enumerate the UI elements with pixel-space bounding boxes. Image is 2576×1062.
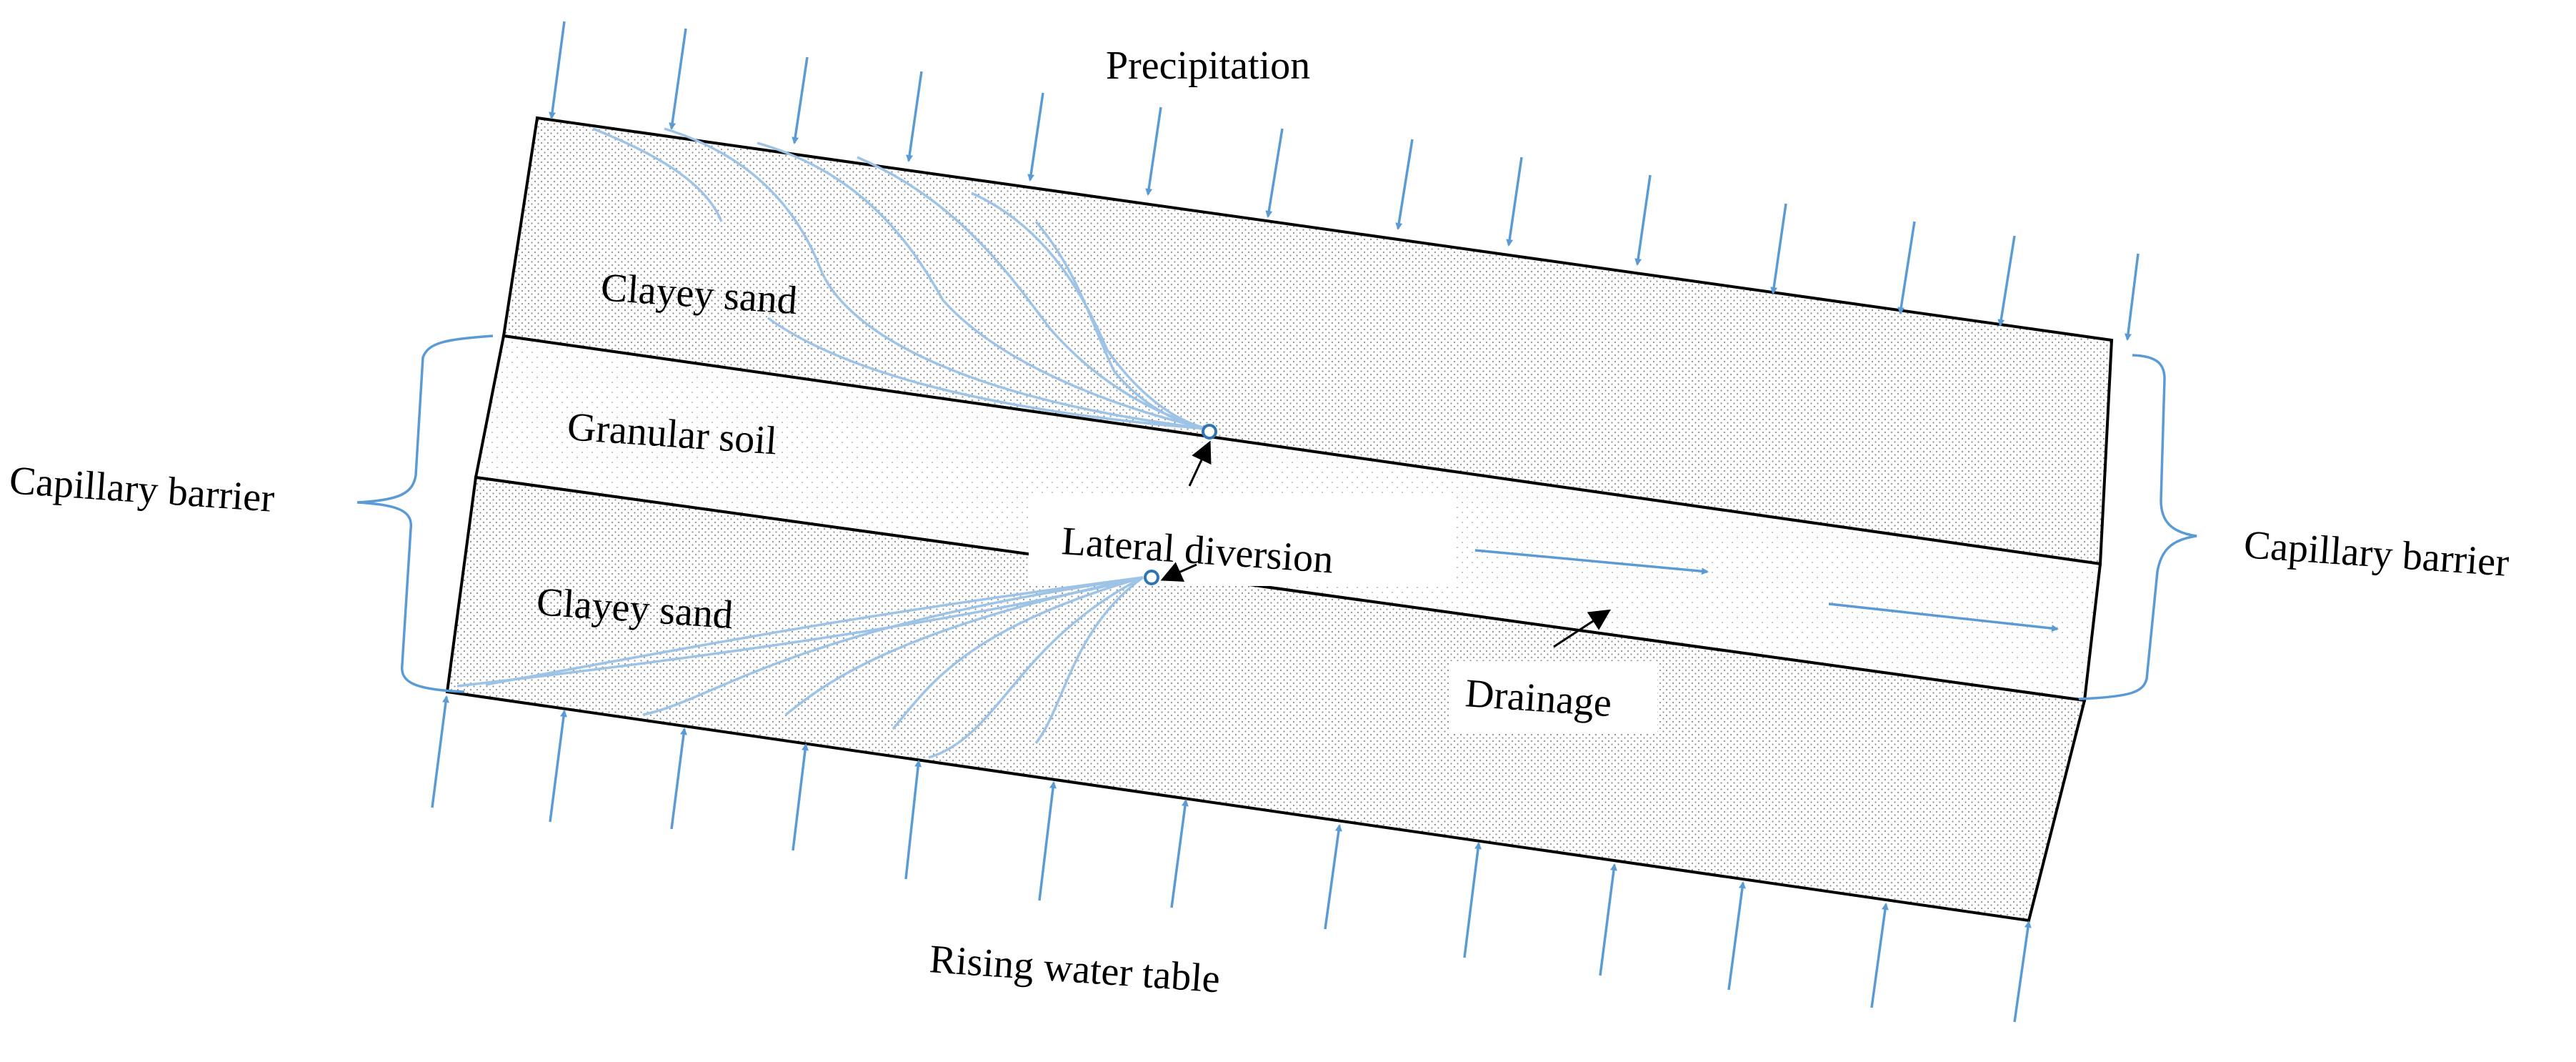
drainage-pointer	[1553, 609, 1612, 648]
precipitation-label: Precipitation	[1106, 44, 1310, 88]
precipitation-arrows	[549, 21, 2140, 341]
left-capillary-barrier-brace	[356, 334, 494, 693]
rising-water-table-arrows	[431, 695, 2032, 1023]
infiltration-flow-lines	[592, 127, 1208, 430]
lateral-diversion-label-bg	[1029, 497, 1454, 586]
rising-water-table-label: Rising water table	[928, 937, 1222, 1001]
lateral-drainage-arrows	[1474, 549, 2059, 632]
clayey-sand-bottom-layer	[445, 475, 2087, 923]
lower-convergence-point	[1144, 570, 1159, 585]
capillary-barrier-left-label: Capillary barrier	[8, 458, 276, 521]
upper-convergence-point	[1202, 424, 1217, 440]
capillary-rise-flow-lines	[456, 576, 1144, 759]
drainage-label: Drainage	[1464, 671, 1613, 725]
right-capillary-barrier-brace	[2078, 354, 2197, 700]
lateral-diversion-pointer-upper	[1188, 440, 1212, 487]
lateral-diversion-pointer-lower	[1160, 562, 1197, 582]
drainage-label-bg	[1450, 661, 1657, 733]
capillary-barrier-right-label: Capillary barrier	[2242, 522, 2510, 585]
